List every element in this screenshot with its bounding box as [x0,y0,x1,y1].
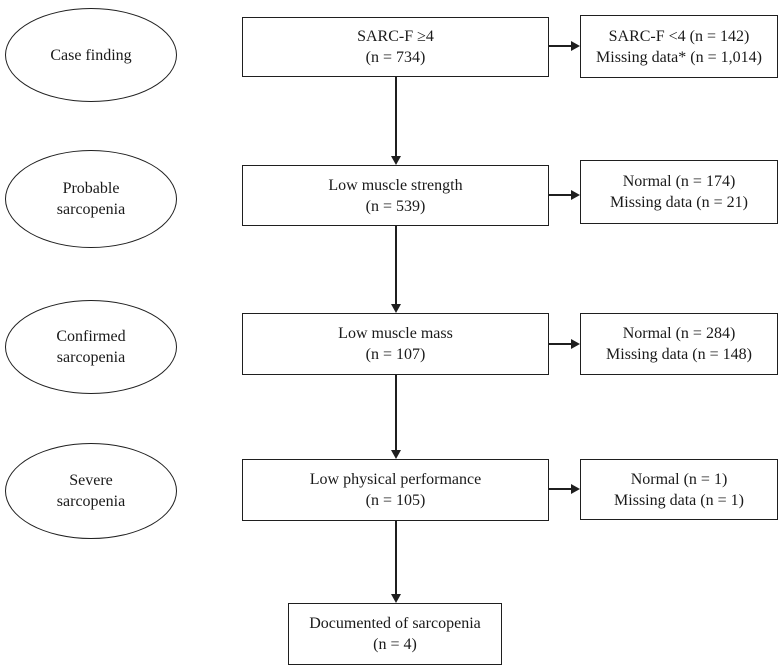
box-count: (n = 107) [365,346,426,363]
box-label: Missing data (n = 1) [614,491,744,509]
arrow-shaft [395,77,397,156]
box-label: Missing data (n = 148) [606,346,752,363]
box-label: Normal (n = 1) [630,470,728,488]
arrow-down-3 [390,375,402,459]
arrowhead-right-icon [571,41,580,51]
stage-label: Confirmed [56,328,126,345]
box-label: Low muscle mass [338,325,453,342]
arrow-right-row3 [549,338,580,350]
stage-label: Severe [69,472,113,489]
arrowhead-right-icon [571,484,580,494]
stage-label: Case finding [50,46,132,64]
arrow-shaft [549,488,571,490]
box-excluded-case-finding: SARC-F <4 (n = 142) Missing data* (n = 1… [580,15,778,78]
box-low-physical-performance: Low physical performance (n = 105) [242,459,549,521]
arrowhead-right-icon [571,339,580,349]
arrow-shaft [549,45,571,47]
arrowhead-down-icon [391,156,401,165]
stage-label: Probable [62,180,120,197]
box-label: SARC-F <4 (n = 142) [608,27,750,45]
box-low-muscle-strength: Low muscle strength (n = 539) [242,165,549,226]
box-documented-sarcopenia: Documented of sarcopenia (n = 4) [288,603,502,665]
stage-ellipse-probable-sarcopenia: Probable sarcopenia [5,150,177,248]
box-sarcf-ge4: SARC-F ≥4 (n = 734) [242,17,549,77]
box-label: SARC-F ≥4 [357,28,434,45]
box-label: Normal (n = 174) [622,173,736,190]
box-label: Documented of sarcopenia [309,615,481,632]
stage-ellipse-severe-sarcopenia: Severe sarcopenia [5,443,177,539]
arrow-right-row2 [549,189,580,201]
stage-label: sarcopenia [56,349,126,366]
box-label: Missing data* (n = 1,014) [596,48,762,66]
box-count: (n = 539) [365,197,426,215]
box-excluded-severe: Normal (n = 1) Missing data (n = 1) [580,459,778,520]
arrowhead-right-icon [571,190,580,200]
arrow-shaft [395,375,397,450]
box-label: Low muscle strength [328,176,463,194]
box-label: Normal (n = 284) [622,325,736,342]
arrow-down-1 [390,77,402,165]
box-count: (n = 4) [373,636,417,653]
box-label: Low physical performance [309,471,482,488]
arrowhead-down-icon [391,594,401,603]
stage-ellipse-case-finding: Case finding [5,8,177,102]
box-count: (n = 105) [365,492,426,509]
arrowhead-down-icon [391,304,401,313]
box-excluded-probable: Normal (n = 174) Missing data (n = 21) [580,160,778,224]
arrowhead-down-icon [391,450,401,459]
box-count: (n = 734) [365,49,426,66]
box-low-muscle-mass: Low muscle mass (n = 107) [242,313,549,375]
arrow-down-4 [390,521,402,603]
arrow-shaft [395,521,397,594]
arrow-shaft [395,226,397,304]
arrow-right-row1 [549,40,580,52]
stage-label: sarcopenia [56,493,126,510]
box-excluded-confirmed: Normal (n = 284) Missing data (n = 148) [580,313,778,375]
stage-ellipse-confirmed-sarcopenia: Confirmed sarcopenia [5,300,177,394]
box-label: Missing data (n = 21) [610,194,748,211]
arrow-down-2 [390,226,402,313]
stage-label: sarcopenia [56,201,126,218]
arrow-right-row4 [549,483,580,495]
arrow-shaft [549,194,571,196]
arrow-shaft [549,343,571,345]
